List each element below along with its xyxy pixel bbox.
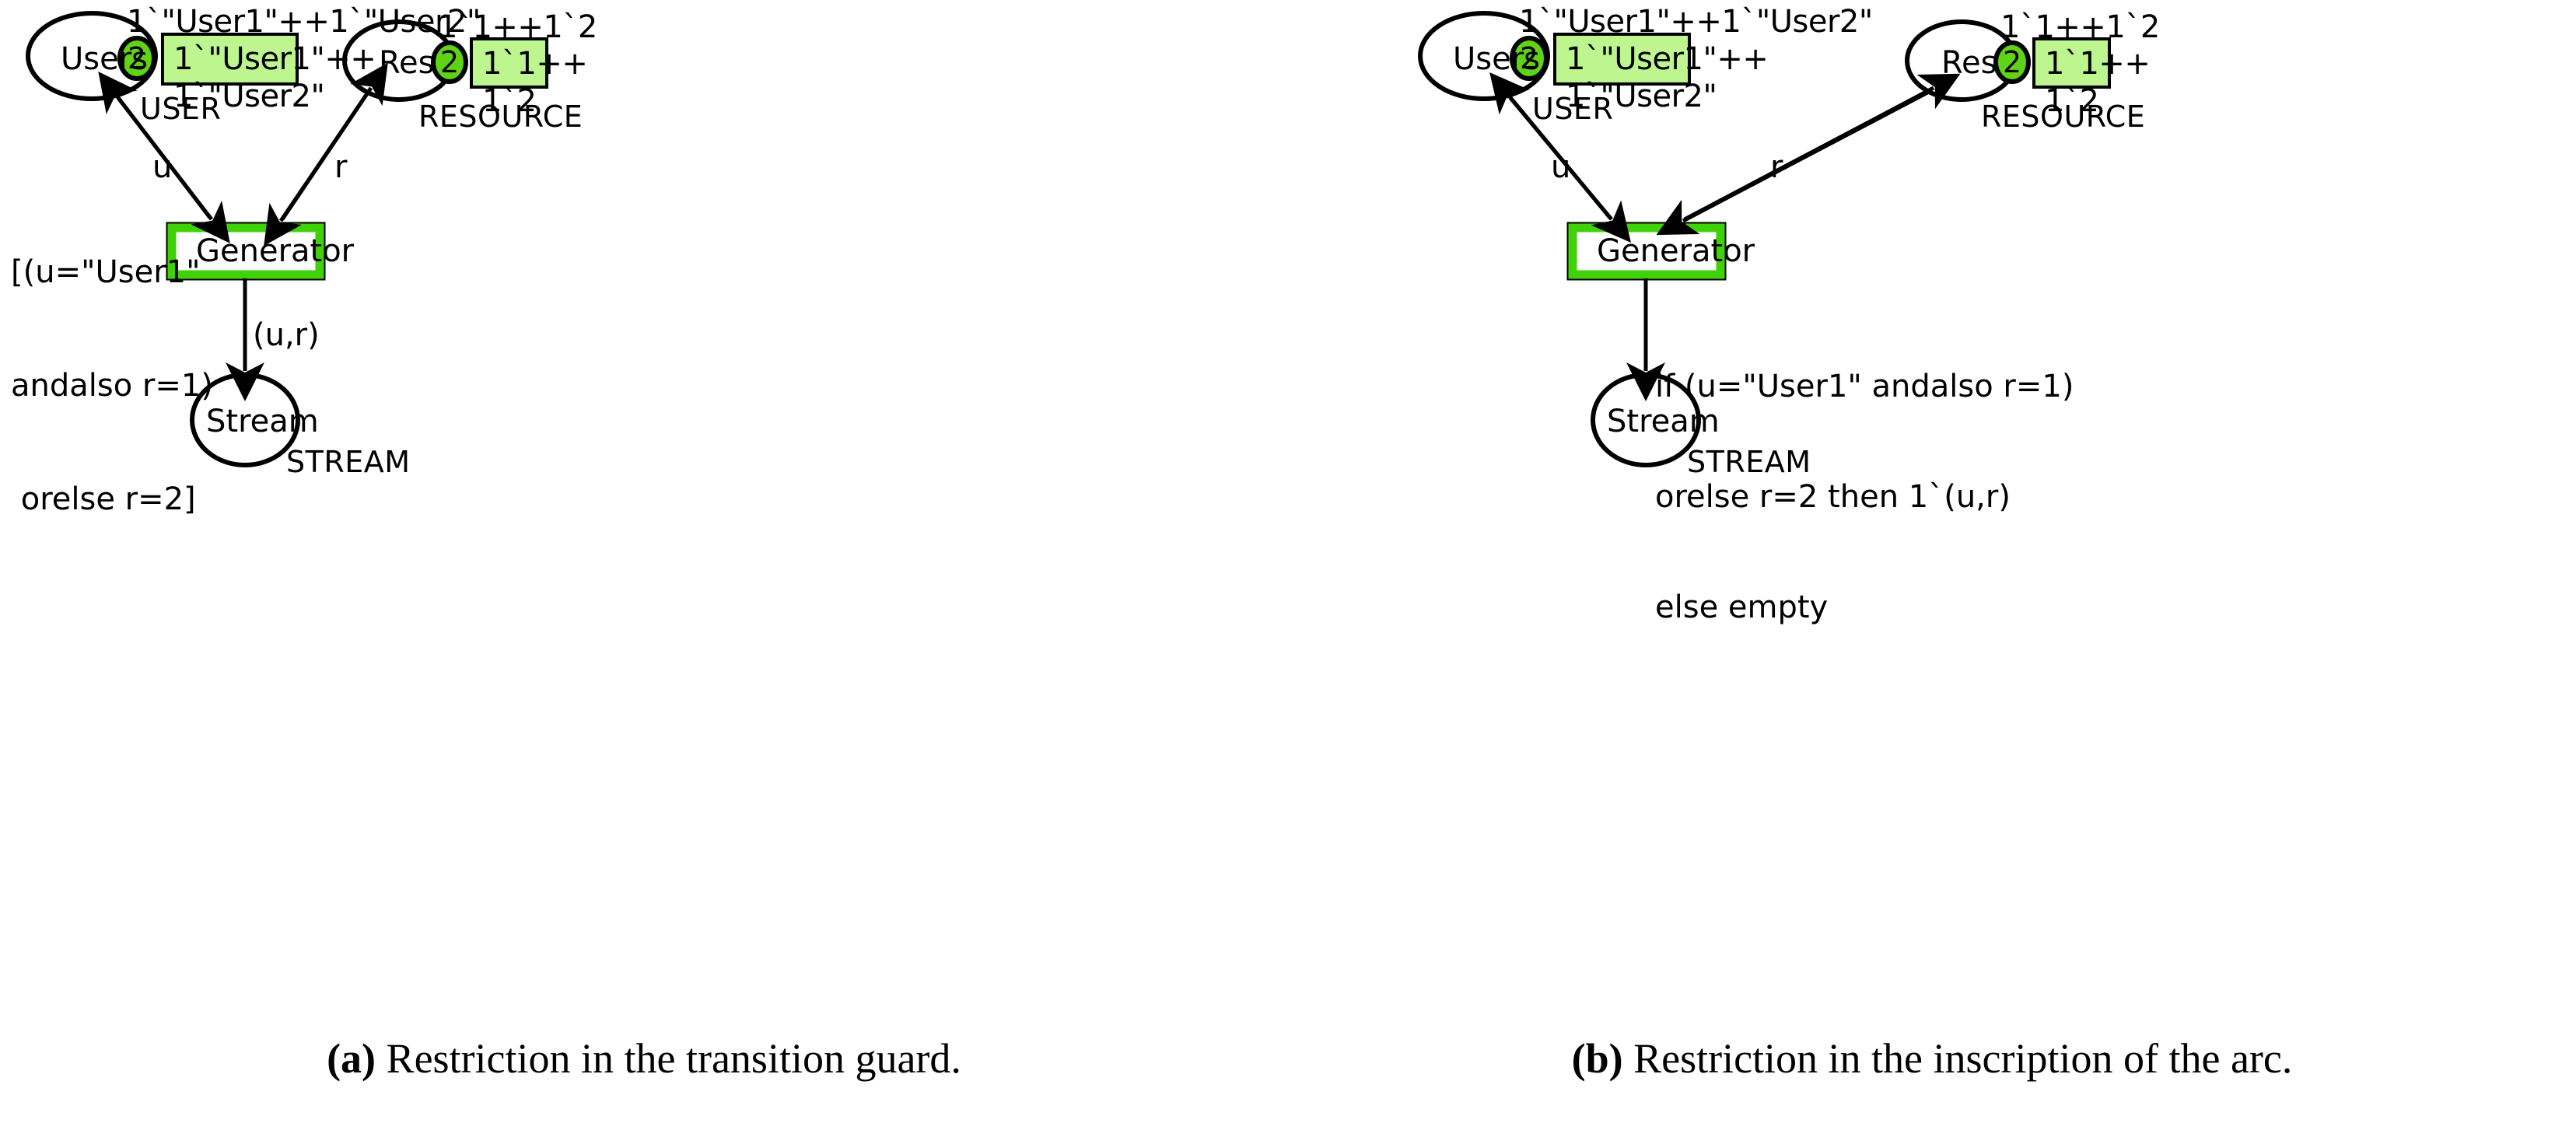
- arc-inscription-line-2-b: orelse r=2 then 1`(u,r): [1655, 478, 2011, 515]
- subfigure-b: Users Res Stream 2 2 USER RESOURCE STREA…: [1288, 0, 2576, 1137]
- token-count-users-a: 2: [128, 41, 147, 75]
- colorset-resource-b: RESOURCE: [1981, 100, 2146, 134]
- marking-box-users-a: 1`"User1"++ 1`"User2": [161, 33, 376, 114]
- marking-users-line1-b: 1`"User1"++: [1566, 41, 1769, 77]
- petri-net-graphics-b: [1418, 11, 2031, 467]
- caption-b: (b) Restriction in the inscription of th…: [1288, 1034, 2576, 1083]
- place-users-label-b: Users: [1453, 41, 1541, 77]
- token-count-res-a: 2: [440, 45, 460, 79]
- arc-variable-u-b: u: [1551, 149, 1571, 185]
- petri-net-graphics-a: [26, 11, 468, 467]
- transition-guard-a: [(u="User1" andalso r=1) orelse r=2]: [11, 177, 213, 595]
- petri-net-canvas-a: Users Res Stream 2 2 USER RESOURCE STREA…: [0, 0, 1288, 1019]
- caption-tag-b: (b): [1571, 1035, 1623, 1082]
- caption-text-a: Restriction in the transition guard.: [376, 1035, 961, 1082]
- marking-res-line2-a: 1`2: [482, 83, 537, 119]
- transition-generator-label-b: Generator: [1597, 233, 1755, 269]
- arc-res-to-generator-b[interactable]: [1656, 88, 1934, 236]
- arc-variable-u-a: u: [152, 149, 173, 185]
- marking-box-res-a: 1`1++ 1`2: [470, 37, 588, 119]
- marking-res-line1-a: 1`1++: [482, 46, 588, 82]
- transition-generator-band-a[interactable]: [167, 223, 324, 279]
- caption-tag-a: (a): [327, 1035, 376, 1082]
- place-users-label-a: Users: [61, 41, 149, 77]
- token-badge-res-b: [1993, 40, 2031, 84]
- subfigure-a: Users Res Stream 2 2 USER RESOURCE STREA…: [0, 0, 1288, 1083]
- place-res-label-a: Res: [379, 45, 435, 81]
- place-stream-label-a: Stream: [206, 404, 319, 439]
- guard-line-1-a: [(u="User1": [11, 254, 201, 290]
- marking-res-line2-b: 1`2: [2045, 83, 2099, 119]
- petri-net-canvas-b: Users Res Stream 2 2 USER RESOURCE STREA…: [1288, 0, 2576, 1019]
- place-stream-label-b: Stream: [1607, 404, 1720, 439]
- arc-users-to-generator-a[interactable]: [117, 96, 230, 243]
- guard-line-3-a: orelse r=2]: [11, 481, 196, 518]
- arc-res-to-generator-a[interactable]: [264, 89, 372, 247]
- transition-generator-label-a: Generator: [196, 233, 355, 269]
- marking-res-line1-b: 1`1++: [2045, 46, 2151, 82]
- marking-users-line2-a: 1`"User2": [173, 79, 325, 114]
- token-count-res-b: 2: [2003, 45, 2022, 79]
- colorset-stream-a: STREAM: [286, 445, 411, 479]
- marking-users-line1-a: 1`"User1"++: [173, 41, 376, 77]
- caption-text-b: Restriction in the inscription of the ar…: [1622, 1035, 2293, 1082]
- marking-box-res-b: 1`1++ 1`2: [2032, 37, 2151, 119]
- colorset-user-b: USER: [1532, 92, 1614, 126]
- caption-a: (a) Restriction in the transition guard.: [0, 1034, 1288, 1083]
- token-badge-res-a: [431, 40, 468, 84]
- colorset-stream-b: STREAM: [1687, 445, 1811, 479]
- arc-users-to-generator-b[interactable]: [1509, 96, 1631, 243]
- guard-line-2-a: andalso r=1): [11, 367, 213, 404]
- arc-output-inscription-a: (u,r): [253, 317, 320, 353]
- token-count-users-b: 2: [1520, 41, 1539, 75]
- transition-generator-band-b[interactable]: [1568, 223, 1725, 279]
- arc-variable-r-a: r: [334, 149, 348, 185]
- arc-inscription-line-1-b: if (u="User1" andalso r=1): [1655, 369, 2074, 405]
- marking-users-line2-b: 1`"User2": [1566, 79, 1717, 114]
- place-res-label-b: Res: [1941, 45, 1997, 81]
- arc-variable-r-b: r: [1770, 149, 1783, 185]
- arc-inscription-b: if (u="User1" andalso r=1) orelse r=2 th…: [1655, 296, 2074, 699]
- marking-box-users-b: 1`"User1"++ 1`"User2": [1553, 33, 1769, 114]
- colorset-user-a: USER: [140, 92, 222, 126]
- colorset-resource-a: RESOURCE: [418, 100, 583, 134]
- arc-inscription-line-3-b: else empty: [1655, 589, 1829, 625]
